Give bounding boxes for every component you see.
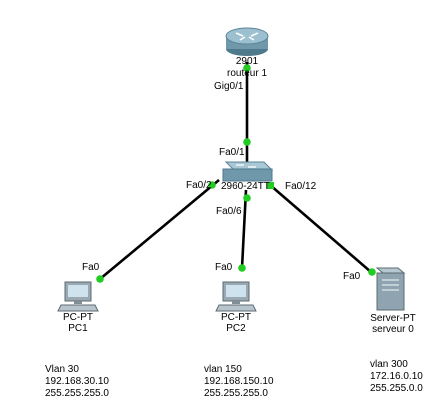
port-light-pc1-fa0 — [96, 275, 104, 283]
link-switch-server[interactable] — [269, 184, 372, 273]
port-light-pc2-fa0 — [238, 264, 246, 272]
pc2-ip-note: 192.168.150.10 — [204, 376, 274, 387]
pc1-ip-note: 192.168.30.10 — [45, 376, 109, 387]
server-icon[interactable] — [375, 267, 406, 311]
pc2-type-label: PC-PT — [221, 312, 251, 323]
switch-model-label: 2960-24TT — [221, 181, 270, 192]
switch-icon[interactable] — [222, 161, 274, 182]
port-label-sw-fa02: Fa0/2 — [186, 180, 212, 191]
pc1-vlan-note: Vlan 30 — [45, 364, 79, 375]
router-icon[interactable] — [225, 27, 269, 56]
port-label-sw-fa01: Fa0/1 — [219, 147, 245, 158]
port-label-server-fa0: Fa0 — [343, 271, 361, 282]
port-label-sw-fa06: Fa0/6 — [216, 206, 242, 217]
server-type-label: Server-PT — [370, 313, 416, 324]
port-label-pc2-fa0: Fa0 — [215, 262, 233, 273]
port-light-sw-fa02 — [208, 181, 216, 189]
port-light-sw-fa01 — [243, 138, 251, 146]
server-mask-note: 255.255.0.0 — [370, 383, 423, 394]
router-model-label: 2901 — [235, 56, 259, 67]
port-light-sw-fa06 — [243, 194, 251, 202]
server-name-label: serveur 0 — [372, 324, 414, 335]
link-switch-pc1[interactable] — [99, 179, 220, 280]
server-vlan-note: vlan 300 — [370, 359, 408, 370]
server-ip-note: 172.16.0.10 — [370, 371, 423, 382]
pc2-name-label: PC2 — [226, 323, 246, 334]
port-light-server-fa0 — [368, 268, 376, 276]
router-name-label: routeur 1 — [226, 68, 268, 79]
pc2-mask-note: 255.255.255.0 — [204, 388, 268, 399]
port-light-router-gig01 — [243, 64, 251, 72]
port-label-router-gig01: Gig0/1 — [214, 81, 244, 92]
pc1-name-label: PC1 — [68, 323, 88, 334]
port-label-sw-fa012: Fa0/12 — [285, 181, 317, 192]
pc1-type-label: PC-PT — [63, 312, 93, 323]
pc2-vlan-note: vlan 150 — [204, 364, 242, 375]
link-switch-pc2[interactable] — [240, 189, 248, 269]
pc1-mask-note: 255.255.255.0 — [45, 388, 109, 399]
port-label-pc1-fa0: Fa0 — [82, 262, 100, 273]
pc2-computer-icon[interactable] — [215, 281, 257, 312]
pc1-computer-icon[interactable] — [57, 281, 99, 312]
port-light-sw-fa012 — [267, 182, 274, 189]
